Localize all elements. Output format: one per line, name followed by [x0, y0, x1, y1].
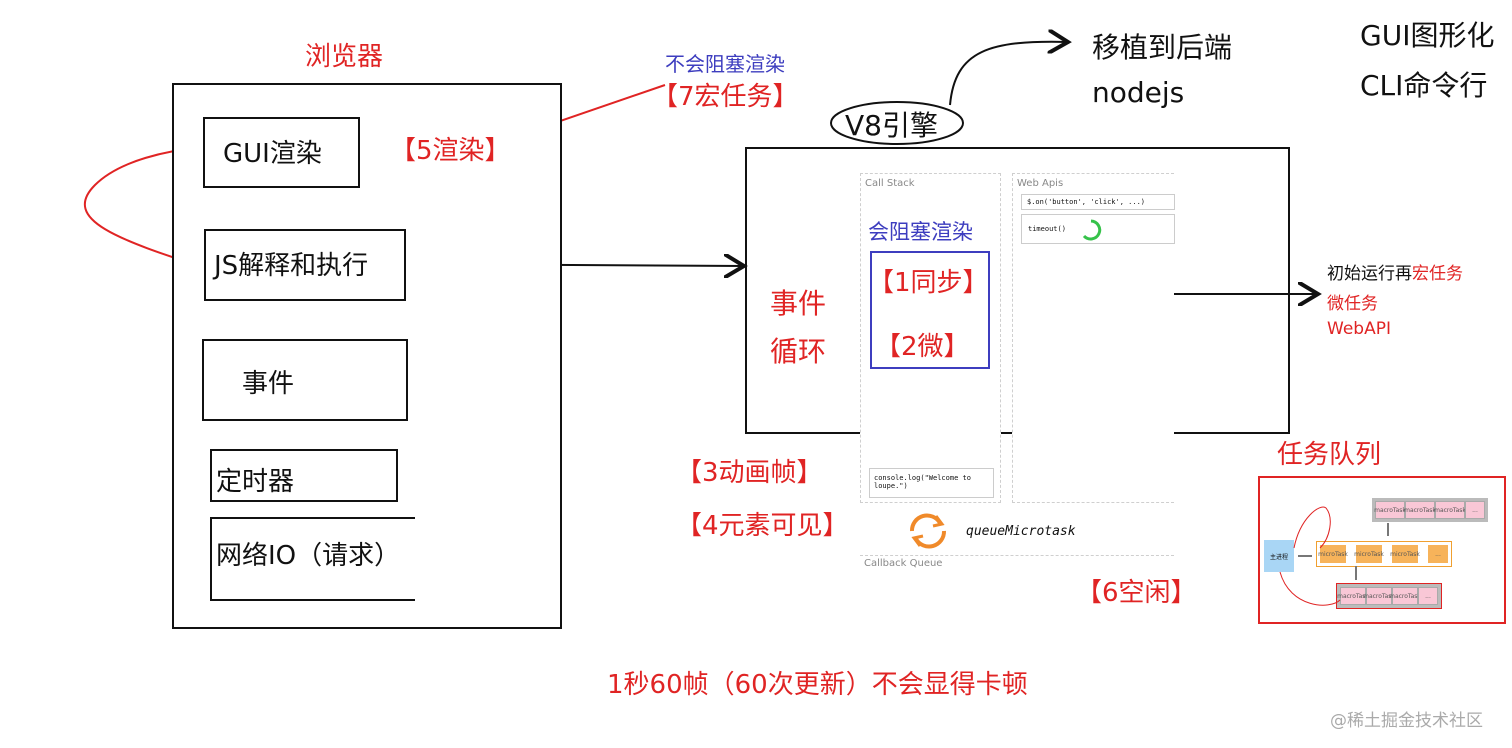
micro-label: 【2微】 [875, 332, 970, 362]
macro-cell: ... [1465, 501, 1485, 519]
macro-queue-row-2: macroTask macroTask macroTask ... [1336, 583, 1442, 609]
web-apis-label: Web Apis [1017, 178, 1064, 189]
init-run-prefix: 初始运行再 [1327, 264, 1412, 284]
timer-box: 定时器 [210, 449, 398, 502]
refresh-cycle-icon [909, 513, 947, 549]
v8-ellipse [830, 101, 964, 145]
render-loop-arrow [83, 148, 206, 269]
element-visible-note: 【4元素可见】 [676, 511, 849, 541]
api-call-item: $.on('button', 'click', ...) [1021, 194, 1175, 210]
render-note: 【5渲染】 [390, 136, 511, 166]
macro-queue-row: macroTask macroTask macroTask ... [1372, 498, 1488, 522]
browser-title: 浏览器 [305, 42, 384, 72]
event-box: 事件 [202, 339, 408, 421]
timeout-label: timeout() [1028, 225, 1066, 233]
macro-task-label: 【7宏任务】 [652, 82, 799, 112]
call-stack-panel: Call Stack console.log("Welcome to loupe… [860, 173, 1001, 503]
watermark: @稀土掘金技术社区 [1330, 711, 1483, 731]
sync-micro-box [870, 251, 990, 369]
timer-spinner-icon [1082, 219, 1102, 241]
gui-render-box: GUI渲染 [203, 117, 360, 188]
callback-queue-label: Callback Queue [864, 558, 943, 569]
cli-text: CLI命令行 [1360, 69, 1488, 102]
timeout-item: timeout() [1021, 214, 1175, 244]
init-run-macro: 宏任务 [1412, 264, 1463, 284]
micro-cell: microTask [1354, 545, 1384, 563]
macro-cell: macroTask [1363, 587, 1395, 605]
callback-queue-divider [860, 555, 1174, 556]
anim-frame-note: 【3动画帧】 [676, 458, 823, 488]
init-run-text: 初始运行再宏任务 [1327, 259, 1463, 284]
micro-cell: microTask [1390, 545, 1420, 563]
v8-label: V8引擎 [845, 109, 938, 142]
web-apis-panel: Web Apis $.on('button', 'click', ...) ti… [1012, 173, 1175, 503]
sync-label: 【1同步】 [868, 268, 989, 298]
micro-cell: microTask [1318, 545, 1348, 563]
macro-cell: ... [1418, 587, 1438, 605]
macro-cell: macroTask [1434, 501, 1466, 519]
nodejs-text: nodejs [1092, 76, 1185, 109]
console-frame: console.log("Welcome to loupe.") [869, 468, 994, 498]
macro-cell: macroTask [1404, 501, 1436, 519]
task-queue-title: 任务队列 [1277, 440, 1382, 470]
v8-port-arrow [949, 42, 1068, 106]
event-loop-label-2: 循环 [770, 335, 827, 368]
macro-cell: macroTask [1337, 587, 1369, 605]
blocking-note: 会阻塞渲染 [868, 220, 973, 244]
non-blocking-note: 不会阻塞渲染 [665, 52, 785, 76]
task-queue-diagram: 主进程 macroTask macroTask macroTask ... mi… [1258, 476, 1506, 624]
main-process-box: 主进程 [1264, 540, 1294, 572]
macro-cell: macroTask [1374, 501, 1406, 519]
macro-cell: macroTask [1389, 587, 1421, 605]
queue-microtask-label: queueMicrotask [966, 524, 1076, 539]
micro-queue-row: microTask microTask microTask ... [1316, 541, 1452, 567]
task-queue-arrows [1279, 506, 1389, 606]
gui-graphics-text: GUI图形化 [1360, 19, 1495, 52]
network-box: 网络IO（请求） [210, 517, 415, 601]
port-backend-text: 移植到后端 [1092, 31, 1233, 64]
webapi-text: WebAPI [1327, 319, 1391, 339]
js-exec-box: JS解释和执行 [204, 229, 406, 301]
call-stack-label: Call Stack [865, 178, 915, 189]
micro-task-text: 微任务 [1327, 294, 1378, 314]
event-loop-label-1: 事件 [770, 287, 827, 320]
bottom-note: 1秒60帧（60次更新）不会显得卡顿 [607, 670, 1028, 700]
micro-cell: ... [1428, 545, 1448, 563]
idle-note: 【6空闲】 [1076, 578, 1197, 608]
